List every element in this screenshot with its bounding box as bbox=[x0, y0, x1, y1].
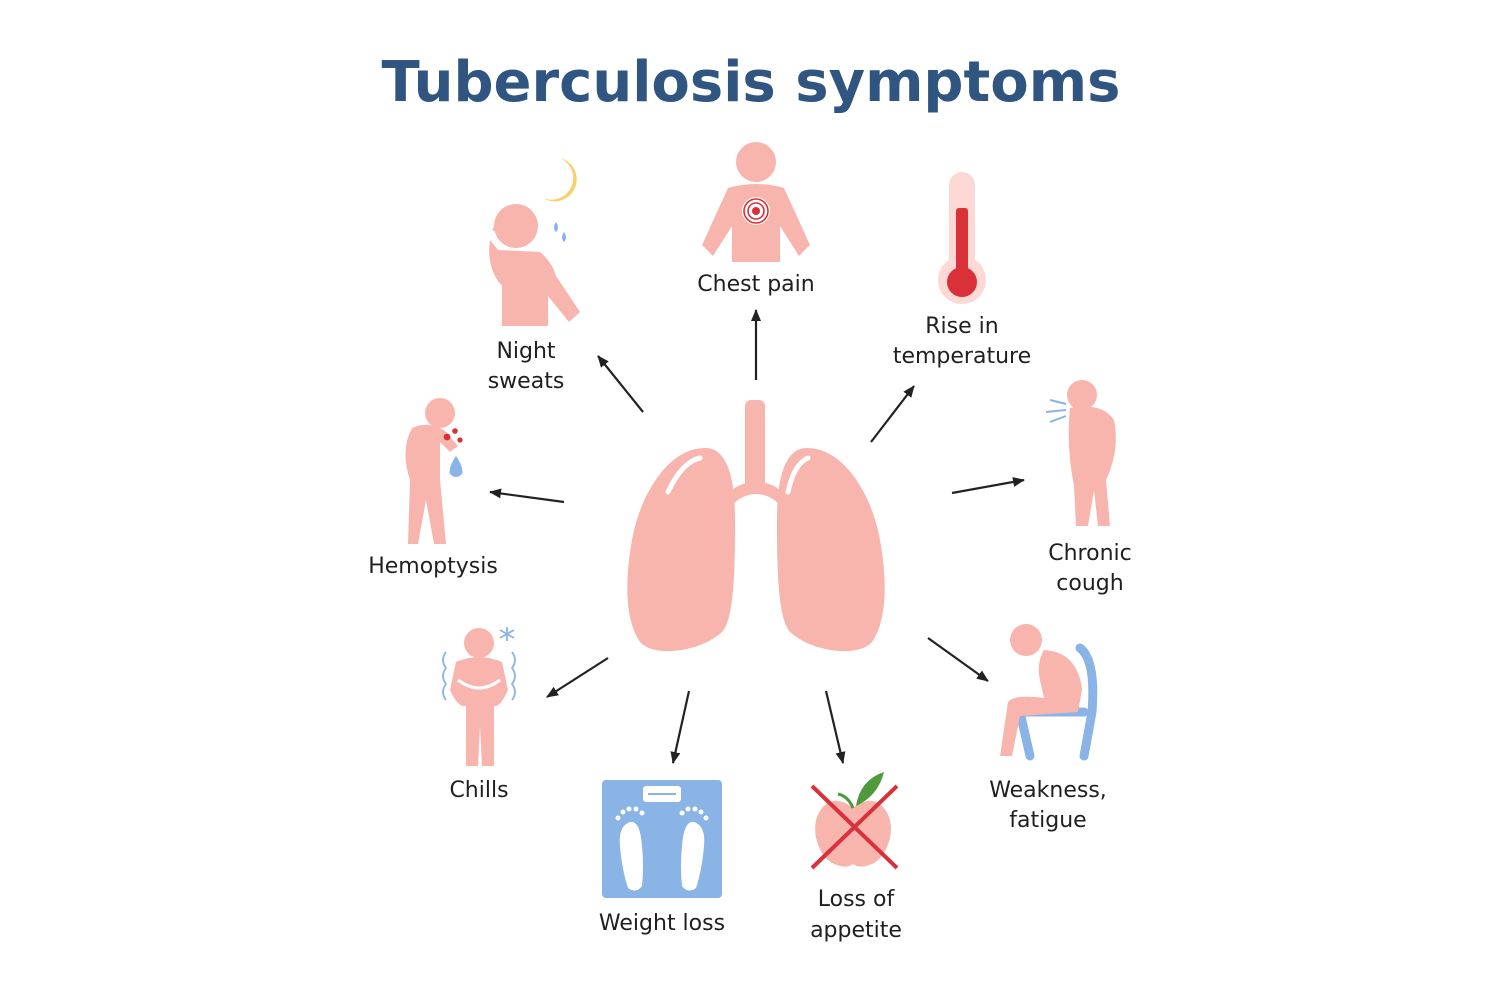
chills-icon bbox=[442, 627, 516, 766]
arrow-chronic-cough bbox=[951, 477, 1025, 495]
cough-icon bbox=[1045, 380, 1116, 526]
arrow-hemoptysis bbox=[489, 488, 565, 504]
hemoptysis-icon bbox=[405, 398, 463, 544]
arrows bbox=[489, 309, 1025, 764]
label-night-sweats-2: sweats bbox=[488, 369, 565, 394]
label-chest-pain: Chest pain bbox=[697, 272, 814, 297]
snowflake-icon bbox=[499, 627, 515, 641]
arrow-chills bbox=[546, 657, 609, 698]
page-title: Tuberculosis symptoms bbox=[382, 50, 1121, 115]
label-temperature-1: Rise in bbox=[925, 314, 998, 339]
chest-pain-icon bbox=[702, 142, 810, 262]
label-weakness-2: fatigue bbox=[1009, 808, 1086, 833]
label-night-sweats-1: Night bbox=[496, 339, 555, 364]
thermometer-icon bbox=[938, 172, 986, 304]
label-hemoptysis: Hemoptysis bbox=[368, 554, 498, 579]
seated-person-icon bbox=[1000, 624, 1098, 761]
lungs-icon bbox=[627, 400, 885, 652]
night-sweats-icon bbox=[489, 158, 580, 326]
label-temperature-2: temperature bbox=[893, 344, 1031, 369]
label-appetite-1: Loss of bbox=[818, 887, 896, 912]
label-chronic-cough-1: Chronic bbox=[1048, 541, 1131, 566]
arrow-loss-of-appetite bbox=[824, 690, 846, 764]
scale-icon bbox=[602, 780, 722, 898]
label-appetite-2: appetite bbox=[810, 918, 902, 943]
label-chills: Chills bbox=[449, 778, 508, 803]
arrow-weakness-fatigue bbox=[927, 637, 989, 682]
crossed-apple-icon bbox=[810, 772, 899, 870]
label-chronic-cough-2: cough bbox=[1056, 571, 1123, 596]
label-weight-loss: Weight loss bbox=[599, 911, 725, 936]
arrow-rise-in-temperature bbox=[870, 385, 915, 443]
arrow-night-sweats bbox=[597, 355, 644, 413]
arrow-weight-loss bbox=[670, 690, 691, 764]
label-weakness-1: Weakness, bbox=[989, 778, 1107, 803]
